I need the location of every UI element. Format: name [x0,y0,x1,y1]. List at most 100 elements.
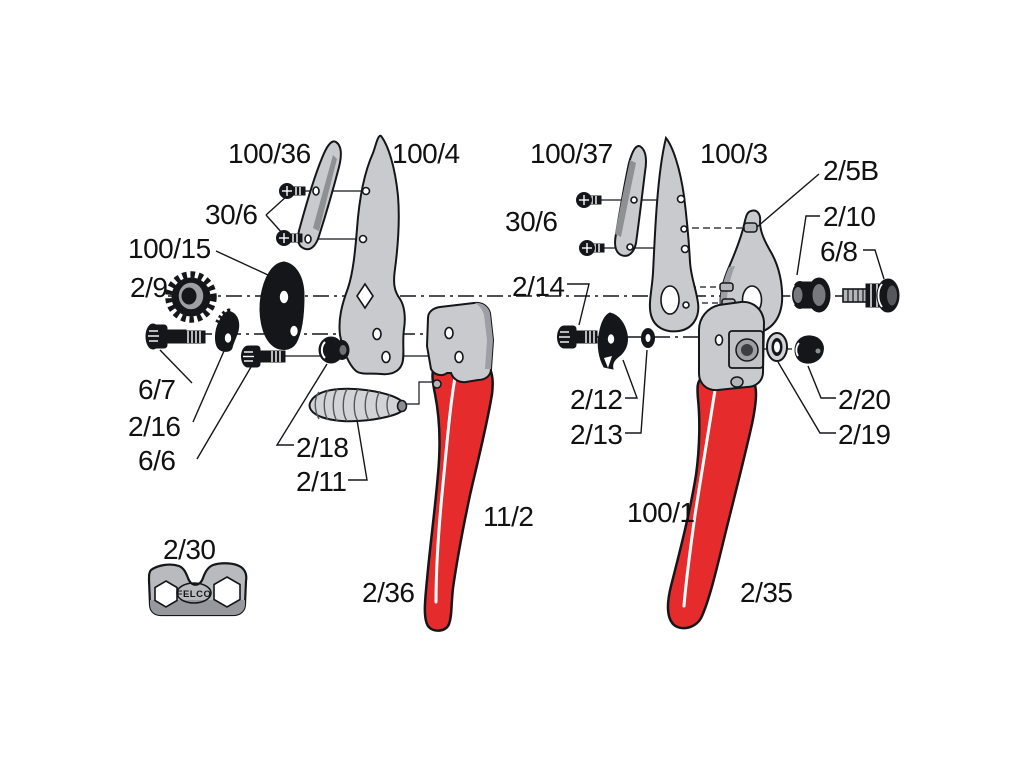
hole [444,326,454,340]
head-pin [719,282,734,292]
hole [223,331,233,345]
label-adjusting-nut: 2/9 [130,272,167,303]
hole [304,234,312,244]
label-cap: 2/20 [838,384,891,415]
leader-lines [159,173,885,481]
handle-head-left [425,301,495,389]
coil [386,393,391,417]
ring [766,332,788,362]
label-ring: 2/19 [838,419,891,450]
grip-highlight [434,370,458,604]
handle-right [666,370,758,630]
counter-blade-left-shading [313,155,337,231]
handle-left [423,357,494,632]
label-handle-left: 11/2 [483,501,533,532]
lock-pin [730,376,744,388]
hole [361,186,371,196]
hole [682,301,690,309]
hole [358,234,368,244]
coil [375,390,381,419]
label-counter-blade-right: 100/37 [530,138,613,169]
coil [364,389,370,421]
highlight [790,284,795,306]
label-cam-plate: 100/15 [128,233,211,264]
bore [793,287,803,303]
blade-right [648,135,700,333]
bushing-left [318,336,350,364]
label-toothed-cam: 2/16 [128,411,181,442]
highlight [320,341,326,359]
screw [279,183,306,199]
hex-hole-small [154,580,178,608]
handle-head-right [698,300,766,392]
label-blade-screws-left: 30/6 [205,199,258,230]
hole [626,243,634,251]
coil [353,388,359,422]
coil [332,388,338,422]
highlight [877,283,883,308]
label-cam-screw: 6/6 [138,445,175,476]
part-labels: 100/36 100/4 30/6 100/15 2/9 6/7 2/16 6/… [128,138,891,608]
brand-oval [176,582,212,604]
flange-face [812,284,826,306]
counter-blade-right [614,145,647,257]
counter-blade-right-shading [615,160,636,237]
label-spring: 2/11 [296,466,346,497]
label-blade-left: 100/4 [392,138,460,169]
label-bushing-right: 2/10 [823,201,876,232]
label-screw-right: 2/14 [512,271,565,302]
hole [288,324,300,338]
washer-right [641,328,655,348]
hex-hole-large [213,576,241,608]
label-washer-right: 2/13 [570,419,623,450]
pivot-bolt-right [842,278,900,313]
label-bushing-left: 2/18 [296,432,349,463]
bushing-right [790,277,831,313]
spring-end [396,399,408,413]
spring [308,387,408,423]
blade-screws-right [576,192,605,256]
brand-mark: FELCO [177,589,212,600]
head-shading [474,302,493,369]
pin-2-5b [743,222,758,233]
blade-screws-left [276,183,306,246]
hole [278,289,290,305]
highlight [795,342,800,357]
hole [676,194,686,204]
label-pin: 2/5B [823,155,879,186]
coil [323,389,329,421]
label-counter-blade-left: 100/36 [228,138,311,169]
screw [276,230,303,246]
screw [576,192,602,208]
label-grip-left: 2/36 [362,577,415,608]
coil [342,388,348,422]
cam-teeth [215,308,234,325]
label-blade-right: 100/3 [700,138,768,169]
spring-pin [432,379,442,389]
hole [630,196,638,204]
screw [579,240,605,256]
hole [312,186,320,196]
cap [794,335,824,364]
cap-tip [815,348,821,354]
screw-right [557,325,598,349]
label-grip-right: 2/35 [740,577,793,608]
grip-highlight [682,382,718,608]
label-pivot-bolt-right: 6/8 [820,236,857,267]
boss-bore [741,344,753,356]
hole [454,350,464,364]
spring-link-line [406,381,434,405]
coil [314,391,320,420]
bore [339,345,347,355]
cam-right [597,312,628,370]
handle-left-grip [423,357,494,632]
hole [606,332,616,346]
washer-hole [645,334,651,342]
label-wrench: 2/30 [163,534,216,565]
counter-blade-left [297,140,342,251]
cam-plate [259,261,305,350]
pivot-bolt-left [145,323,206,350]
label-blade-screws-right: 30/6 [505,206,558,237]
